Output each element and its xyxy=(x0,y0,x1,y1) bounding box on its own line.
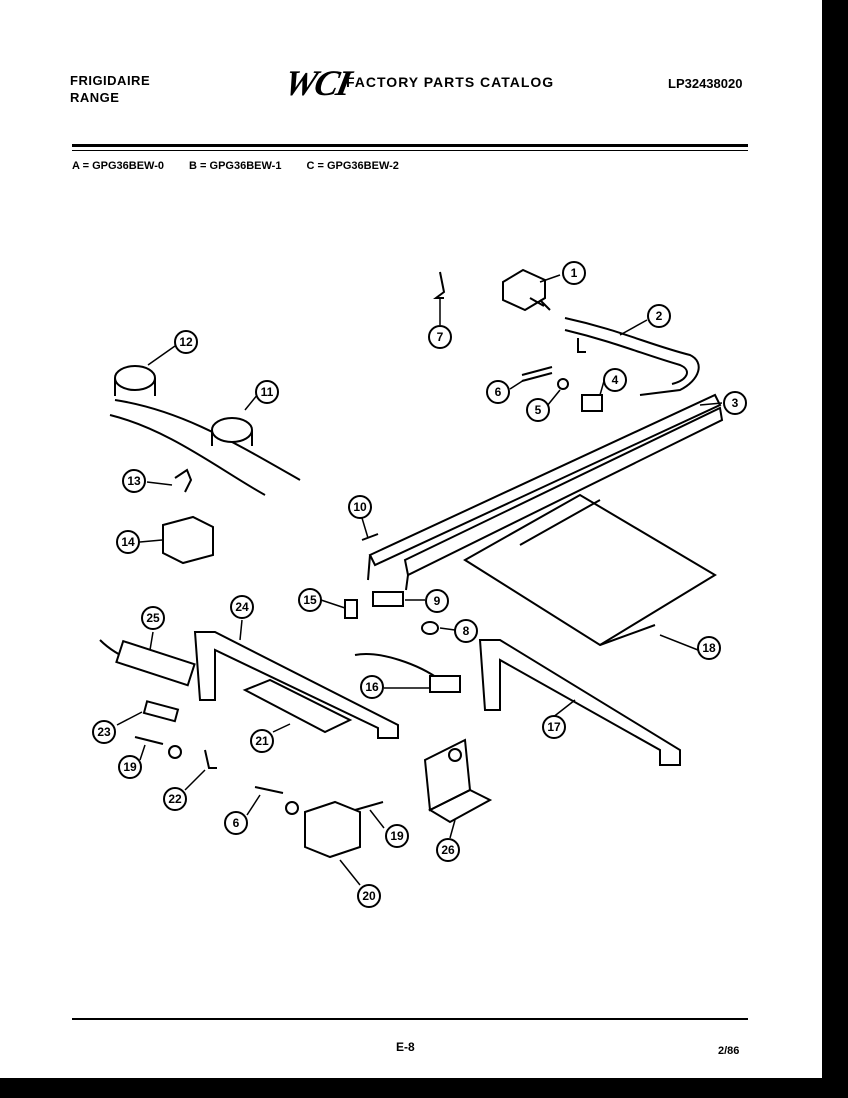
page-number: E-8 xyxy=(396,1040,415,1054)
part-clip xyxy=(433,271,446,299)
part-mounting-plate xyxy=(423,738,493,824)
callout-15: 15 xyxy=(298,588,322,612)
svg-text:17: 17 xyxy=(547,720,561,734)
callout-13: 13 xyxy=(122,469,146,493)
callout-19-right: 19 xyxy=(385,824,409,848)
callout-6-lower: 6 xyxy=(224,811,248,835)
part-pin-left xyxy=(134,736,164,745)
callout-17: 17 xyxy=(542,715,566,739)
callout-3: 3 xyxy=(723,391,747,415)
part-tab xyxy=(344,599,358,619)
header-rule xyxy=(72,144,748,147)
callout-5: 5 xyxy=(526,398,550,422)
svg-text:26: 26 xyxy=(441,843,455,857)
part-manifold-pipe xyxy=(564,317,700,396)
svg-text:21: 21 xyxy=(255,734,269,748)
part-connector xyxy=(168,745,217,769)
part-pin-center xyxy=(254,786,284,794)
model-b: B = GPG36BEW-1 xyxy=(189,160,282,172)
svg-text:24: 24 xyxy=(235,600,249,614)
leader-lines xyxy=(116,274,723,886)
svg-text:8: 8 xyxy=(463,624,470,638)
part-igniter-right xyxy=(354,653,461,693)
part-spacer xyxy=(521,366,553,382)
callout-12: 12 xyxy=(174,330,198,354)
callout-11: 11 xyxy=(255,380,279,404)
svg-text:10: 10 xyxy=(353,500,367,514)
svg-text:12: 12 xyxy=(179,335,193,349)
callout-6-upper: 6 xyxy=(486,380,510,404)
footer-rule xyxy=(72,1018,748,1020)
callout-2: 2 xyxy=(647,304,671,328)
callout-22: 22 xyxy=(163,787,187,811)
svg-text:4: 4 xyxy=(612,373,619,387)
callout-4: 4 xyxy=(603,368,627,392)
callout-25: 25 xyxy=(141,606,165,630)
part-plate xyxy=(142,700,180,723)
part-burner-clip xyxy=(174,468,193,493)
model-c: C = GPG36BEW-2 xyxy=(306,160,399,172)
brand-name: FRIGIDAIRE xyxy=(70,73,151,88)
svg-text:19: 19 xyxy=(390,829,404,843)
callout-16: 16 xyxy=(360,675,384,699)
svg-text:11: 11 xyxy=(261,385,274,399)
svg-text:9: 9 xyxy=(434,594,441,608)
header-rule-thin xyxy=(72,150,748,151)
part-spring-clip xyxy=(361,533,379,541)
callout-9: 9 xyxy=(425,589,449,613)
part-switch xyxy=(372,591,404,607)
callout-24: 24 xyxy=(230,595,254,619)
part-washer xyxy=(421,621,439,635)
svg-text:1: 1 xyxy=(571,266,578,280)
callout-7: 7 xyxy=(428,325,452,349)
callout-1: 1 xyxy=(562,261,586,285)
product-type: RANGE xyxy=(70,90,120,105)
part-igniter-left xyxy=(99,639,196,687)
svg-text:6: 6 xyxy=(495,385,502,399)
callout-18: 18 xyxy=(697,636,721,660)
part-broiler-pan xyxy=(463,493,717,647)
part-pin-right xyxy=(354,801,384,811)
catalog-title: FACTORY PARTS CATALOG xyxy=(346,74,555,90)
part-burner-assembly xyxy=(109,365,301,496)
svg-text:7: 7 xyxy=(437,330,444,344)
part-regulator xyxy=(502,268,551,312)
svg-text:20: 20 xyxy=(362,889,376,903)
svg-text:18: 18 xyxy=(702,641,716,655)
model-list: A = GPG36BEW-0 B = GPG36BEW-1 C = GPG36B… xyxy=(72,160,421,172)
svg-text:23: 23 xyxy=(97,725,111,739)
svg-text:6: 6 xyxy=(233,816,240,830)
svg-text:13: 13 xyxy=(127,474,141,488)
svg-text:16: 16 xyxy=(365,680,379,694)
svg-text:2: 2 xyxy=(656,309,663,323)
callout-8: 8 xyxy=(454,619,478,643)
callout-23: 23 xyxy=(92,720,116,744)
brand-block: FRIGIDAIRE RANGE xyxy=(70,72,150,106)
callout-20: 20 xyxy=(357,884,381,908)
revision-date: 2/86 xyxy=(718,1045,740,1057)
part-long-bracket-right xyxy=(478,639,681,766)
callout-19-left: 19 xyxy=(118,755,142,779)
svg-text:15: 15 xyxy=(303,593,317,607)
callout-26: 26 xyxy=(436,838,460,862)
model-a: A = GPG36BEW-0 xyxy=(72,160,164,172)
part-bracket xyxy=(162,515,214,565)
catalog-number: LP32438020 xyxy=(668,76,743,91)
callout-14: 14 xyxy=(116,530,140,554)
svg-text:19: 19 xyxy=(123,760,137,774)
callout-21: 21 xyxy=(250,729,274,753)
svg-text:25: 25 xyxy=(146,611,160,625)
svg-text:14: 14 xyxy=(121,535,135,549)
part-valve-block xyxy=(581,394,603,412)
svg-text:22: 22 xyxy=(168,792,182,806)
svg-text:3: 3 xyxy=(732,396,739,410)
svg-text:5: 5 xyxy=(535,403,542,417)
part-thermostat xyxy=(285,800,361,859)
part-heat-shield xyxy=(242,678,353,734)
callout-10: 10 xyxy=(348,495,372,519)
part-orifice xyxy=(557,378,569,390)
part-manifold-panel xyxy=(367,393,724,591)
part-long-bracket-left xyxy=(193,631,399,739)
